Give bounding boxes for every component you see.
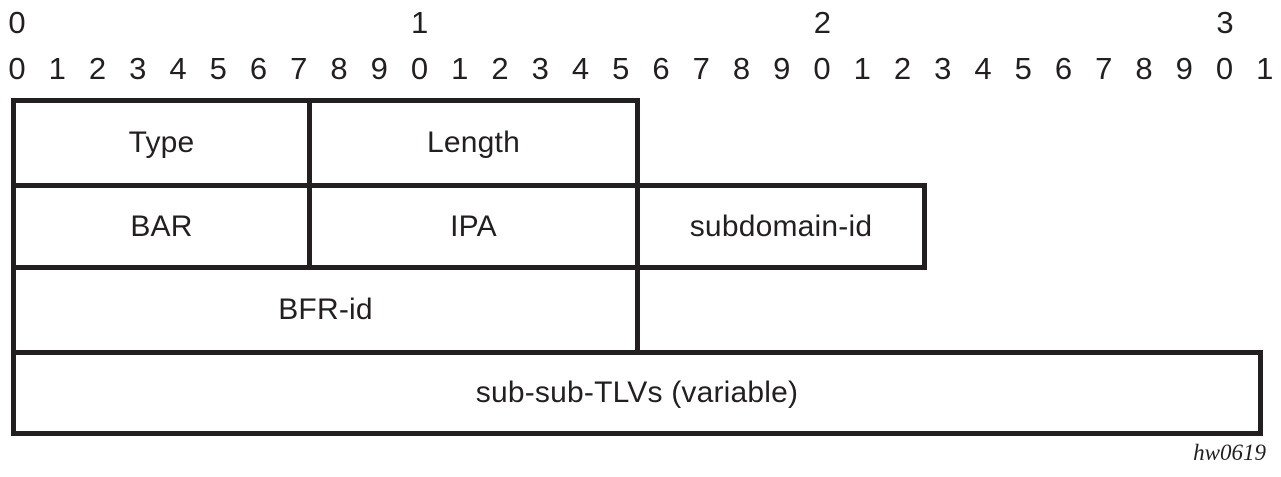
ruler-bit-label: 6 [249, 51, 268, 86]
ruler-bit-label: 4 [169, 51, 187, 86]
field-sub-sub-tlvs-label: sub-sub-TLVs (variable) [475, 376, 799, 409]
ruler-bit-label: 0 [410, 51, 429, 86]
ruler-bit-label: 3 [934, 51, 952, 86]
ruler-bit-label: 0 [1215, 51, 1234, 86]
ruler-bit-label: 5 [612, 51, 630, 86]
field-type: Type [11, 98, 312, 188]
ruler-tens-label: 3 [1216, 5, 1234, 40]
ruler-bit-label: 0 [8, 51, 26, 86]
ruler-bit-label: 9 [370, 51, 388, 86]
field-subdomain-id-label: subdomain-id [689, 209, 873, 243]
ruler-bit-label: 6 [652, 51, 670, 86]
ruler-bit-label: 2 [491, 51, 509, 86]
field-length: Length [307, 98, 640, 188]
ruler-bit-label: 9 [773, 51, 791, 86]
ruler-bit-label: 5 [209, 51, 227, 86]
ruler-bit-label: 2 [88, 51, 107, 86]
ruler-bit-label: 3 [129, 51, 147, 86]
ruler-bit-label: 4 [974, 51, 992, 86]
ruler-bit-label: 3 [531, 51, 549, 86]
field-bfr-id-label: BFR-id [278, 293, 373, 326]
ruler-bit-label: 1 [853, 51, 871, 86]
ruler-bit-label: 9 [1175, 51, 1193, 86]
field-ipa: IPA [307, 183, 640, 270]
ruler-bit-label: 1 [48, 51, 66, 86]
ruler-bit-label: 4 [571, 51, 590, 86]
field-type-label: Type [128, 126, 195, 159]
ruler-bit-label: 7 [1095, 51, 1113, 86]
field-ipa-label: IPA [450, 209, 497, 243]
ruler-bit-label: 8 [330, 51, 348, 86]
ruler-bit-label: 2 [893, 51, 912, 86]
field-bfr-id: BFR-id [11, 265, 640, 355]
ruler-bit-label: 0 [813, 51, 831, 86]
figure-id: hw0619 [1193, 440, 1266, 465]
field-subdomain-id: subdomain-id [635, 183, 927, 270]
ruler-bit-label: 7 [692, 51, 710, 86]
ruler-bit-label: 7 [290, 51, 308, 86]
ruler-bit-label: 1 [1256, 51, 1274, 86]
bit-ruler-tens: 0 1 2 3 [4, 6, 1238, 40]
ruler-bit-label: 8 [732, 51, 751, 86]
field-bar-label: BAR [130, 209, 193, 243]
ruler-tens-label: 0 [8, 5, 26, 40]
ruler-tens-label: 2 [813, 5, 831, 40]
ruler-bit-label: 6 [1054, 51, 1073, 86]
field-bar: BAR [11, 183, 312, 270]
ruler-bit-label: 8 [1135, 51, 1153, 86]
field-sub-sub-tlvs: sub-sub-TLVs (variable) [11, 350, 1263, 436]
ruler-bit-label: 1 [451, 51, 469, 86]
field-length-label: Length [427, 126, 520, 159]
ruler-tens-label: 1 [411, 5, 429, 40]
ruler-bit-label: 5 [1014, 51, 1032, 86]
